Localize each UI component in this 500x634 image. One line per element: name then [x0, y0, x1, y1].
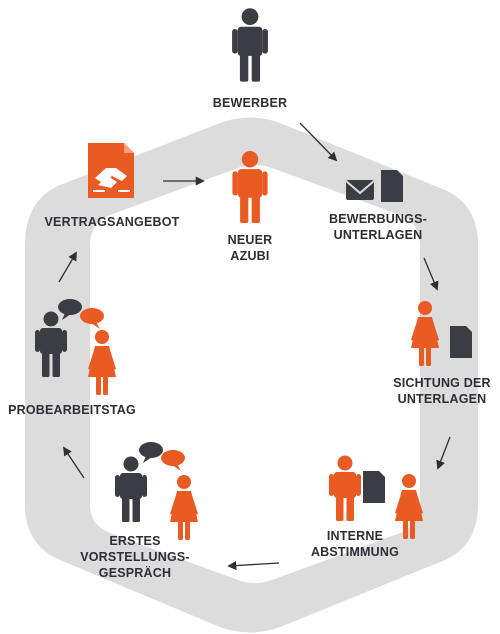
abstimmung-person-icon — [329, 455, 361, 521]
flow-arrows — [58, 122, 451, 571]
vorstellungsgespraech-label-line2: VORSTELLUNGS- — [80, 550, 190, 564]
arrow-unterlagen-to-sichtung — [423, 257, 439, 291]
vorstellungsgespraech-label-line3: GESPRÄCH — [98, 566, 172, 580]
arrow-bewerber-to-unterlagen — [299, 122, 338, 162]
bewerber-person-icon — [232, 8, 268, 82]
gespraech-person-female-icon — [170, 475, 198, 540]
vorstellungsgespraech-label-line1: ERSTES — [109, 534, 161, 548]
sichtung-document-icon — [450, 326, 472, 358]
arrow-gespraech-to-probearbeitstag — [62, 446, 85, 479]
arrow-abstimmung-to-gespraech — [227, 561, 280, 571]
bewerber-label: BEWERBER — [212, 96, 288, 110]
sichtung-label: SICHTUNG DER UNTERLAGEN — [384, 375, 500, 407]
neuer-azubi-label: NEUER AZUBI — [205, 232, 295, 264]
neuer-azubi-label-line2: AZUBI — [230, 249, 270, 263]
probearbeitstag-label: PROBEARBEITSTAG — [8, 403, 136, 417]
sichtung-label-line2: UNTERLAGEN — [397, 392, 487, 406]
vertragsangebot-label: VERTRAGSANGEBOT — [44, 215, 180, 229]
bewerbungsunterlagen-label-line1: BEWERBUNGS- — [328, 212, 428, 226]
arrow-sichtung-to-abstimmung — [436, 436, 451, 470]
sichtung-label-line1: SICHTUNG DER — [393, 376, 491, 390]
bewerbungsunterlagen-label: BEWERBUNGS- UNTERLAGEN — [318, 211, 438, 243]
interne-abstimmung-label: INTERNE ABSTIMMUNG — [295, 528, 415, 560]
abstimmung-document-icon — [363, 471, 385, 503]
arrow-probearbeitstag-to-vertrag — [58, 251, 77, 283]
probearbeitstag-person-female-icon — [88, 330, 116, 395]
gespraech-person-icon — [115, 456, 147, 522]
bewerbungsunterlagen-label-line2: UNTERLAGEN — [333, 228, 423, 242]
contract-handshake-icon — [88, 143, 134, 198]
probearbeitstag-speech-bubble-icon — [58, 299, 104, 329]
vorstellungsgespraech-label: ERSTES VORSTELLUNGS- GESPRÄCH — [70, 533, 200, 581]
neuer-azubi-label-line1: NEUER — [227, 233, 273, 247]
gespraech-speech-bubble-icon — [139, 442, 185, 471]
interne-abstimmung-label-line1: INTERNE — [326, 529, 384, 543]
bewerbungsunterlagen-document-icon — [381, 170, 403, 202]
interne-abstimmung-label-line2: ABSTIMMUNG — [310, 545, 400, 559]
envelope-icon — [345, 180, 375, 200]
